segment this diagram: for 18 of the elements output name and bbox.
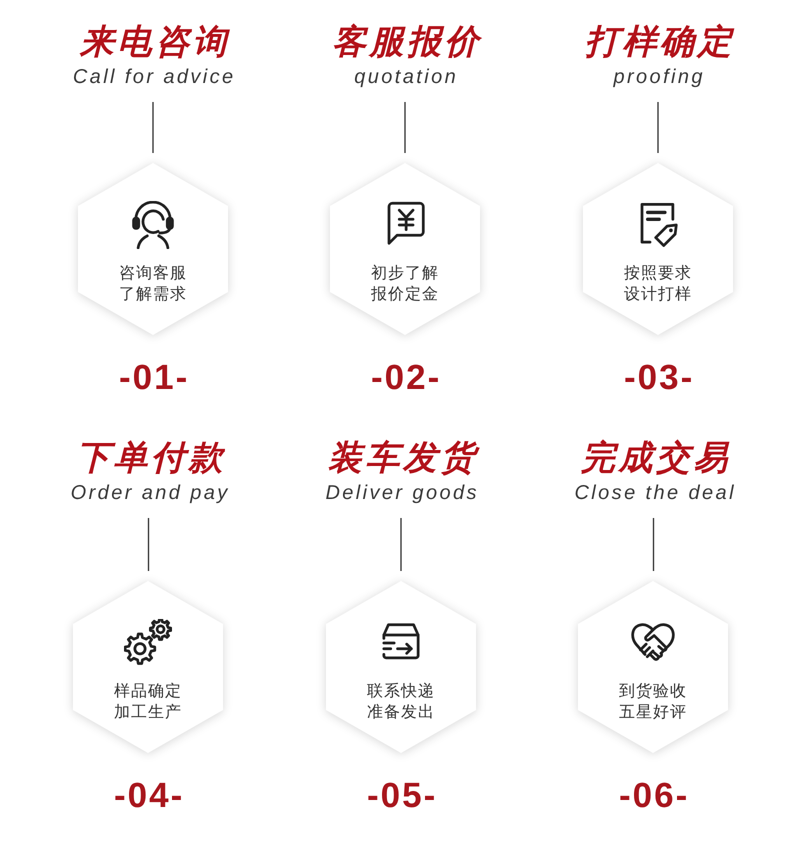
step-number: -03-	[623, 358, 694, 398]
step-title: 打样确定	[584, 22, 735, 62]
step-subtitle: Call for advice	[72, 65, 236, 90]
step-number: -01-	[118, 358, 190, 398]
step-title: 客服报价	[330, 22, 482, 62]
step-title: 完成交易	[580, 438, 731, 478]
step-subtitle: Close the deal	[573, 481, 736, 506]
step-number: -06-	[618, 776, 690, 816]
step-subtitle: Deliver goods	[324, 481, 479, 506]
step-number: -04-	[113, 776, 184, 816]
step-title: 来电咨询	[78, 22, 230, 62]
step-title: 装车发货	[326, 438, 478, 478]
step-subtitle: Order and pay	[70, 481, 230, 506]
step-subtitle: quotation	[353, 65, 458, 90]
step-title: 下单付款	[74, 438, 226, 478]
step-number: -05-	[366, 776, 438, 816]
step-subtitle: proofing	[612, 65, 705, 90]
step-number: -02-	[370, 358, 442, 398]
